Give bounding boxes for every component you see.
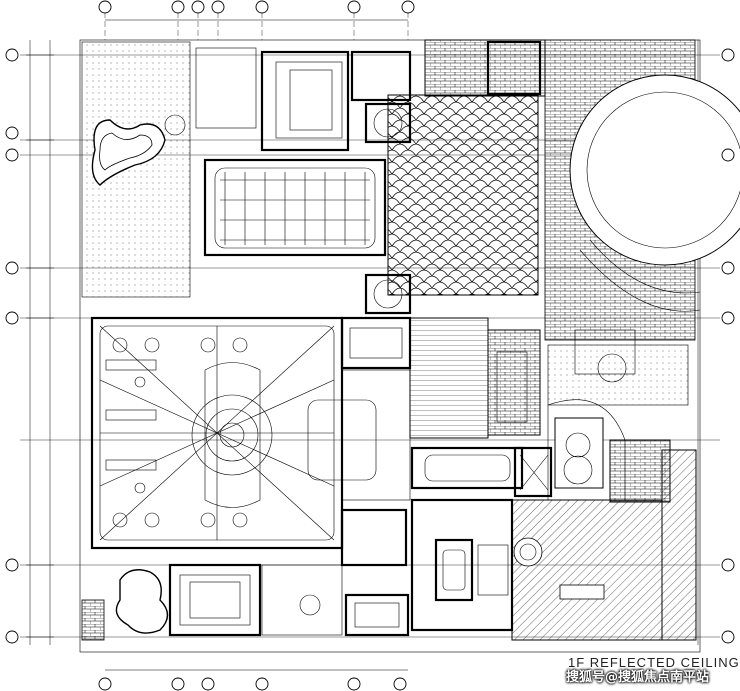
drawing-title: 1F REFLECTED CEILING PL — [568, 655, 740, 670]
right-grid-bubbles — [721, 48, 735, 644]
watermark-text: 搜狐号@搜狐焦点南平站 — [566, 670, 710, 685]
bottom-grid-bubbles — [98, 677, 407, 691]
top-grid-bubbles — [98, 0, 415, 14]
left-grid-bubbles — [5, 48, 19, 644]
